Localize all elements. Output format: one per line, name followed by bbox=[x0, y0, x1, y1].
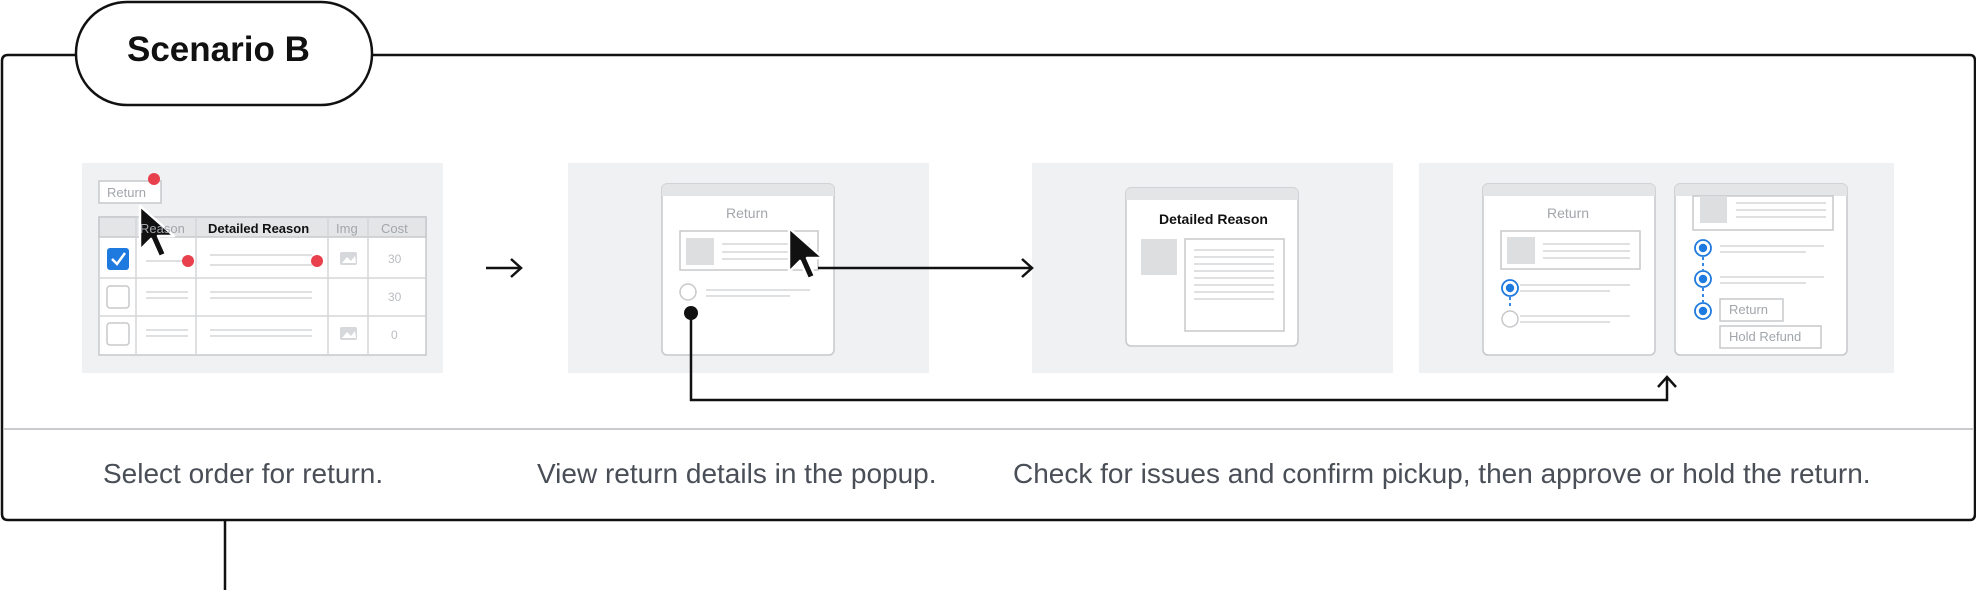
p2-cursor-icon bbox=[787, 226, 825, 281]
row-3-checkbox bbox=[106, 322, 130, 346]
row-3-image-icon bbox=[340, 327, 357, 340]
arrow-1-head bbox=[510, 258, 523, 278]
scenario-title: Scenario B bbox=[127, 30, 310, 69]
arrow-3-head bbox=[1657, 375, 1677, 388]
arrow-2-head bbox=[1021, 258, 1034, 278]
row-3-cost: 0 bbox=[391, 328, 398, 342]
row-1-check-icon bbox=[111, 252, 127, 266]
column-header-detailed-reason: Detailed Reason bbox=[208, 221, 310, 236]
p1-marker-detailed bbox=[311, 255, 323, 267]
row-1-image-icon bbox=[340, 252, 357, 265]
column-header-reason: Reason bbox=[140, 221, 185, 236]
p1-return-button-box bbox=[98, 180, 162, 204]
row-2-cost: 30 bbox=[388, 290, 402, 304]
p3-popup-title: Detailed Reason bbox=[1159, 211, 1268, 227]
row-1-cost: 30 bbox=[388, 252, 402, 266]
column-header-img: Img bbox=[336, 221, 358, 236]
caption-step-1: Select order for return. bbox=[103, 458, 384, 489]
p4-popup-title: Return bbox=[1547, 205, 1590, 221]
p4-return-label: Return bbox=[1729, 302, 1769, 317]
p1-return-button-label: Return bbox=[107, 185, 147, 200]
p1-table-header bbox=[98, 216, 427, 238]
p4-return-button bbox=[1719, 298, 1784, 322]
p4-radio-icon bbox=[1501, 310, 1519, 328]
row-2-checkbox bbox=[106, 285, 130, 309]
row-1-checkbox bbox=[107, 248, 129, 270]
p1-marker-return bbox=[148, 173, 160, 185]
title-pill bbox=[74, 0, 374, 107]
caption-step-3: Check for issues and confirm pickup, the… bbox=[1013, 458, 1871, 489]
p4-hold-refund-label: Hold Refund bbox=[1729, 329, 1802, 344]
p2-radio-icon bbox=[679, 283, 697, 301]
p4-hold-refund-button bbox=[1719, 325, 1822, 349]
p2-popup-title: Return bbox=[726, 205, 769, 221]
frame-border bbox=[0, 53, 1976, 522]
arrow-3-path bbox=[689, 313, 1669, 402]
column-header-cost: Cost bbox=[381, 221, 408, 236]
p1-marker-reason bbox=[182, 255, 194, 267]
p1-cursor-icon bbox=[138, 204, 176, 259]
caption-step-2: View return details in the popup. bbox=[537, 458, 937, 489]
